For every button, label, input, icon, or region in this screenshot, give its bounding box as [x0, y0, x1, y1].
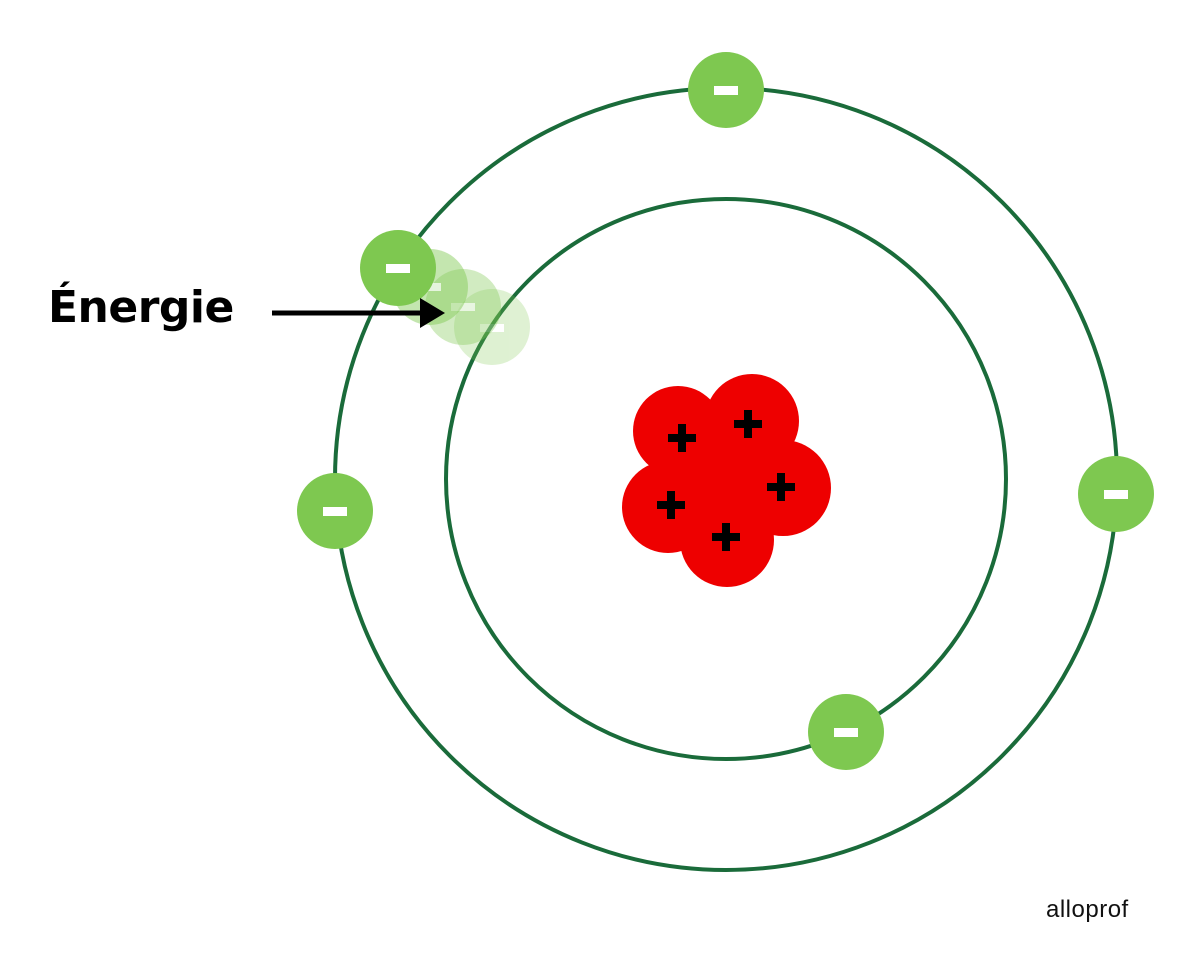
energy-arrow: [272, 298, 445, 328]
electron: [360, 230, 436, 306]
electron: [1078, 456, 1154, 532]
inner-orbit: [444, 197, 1008, 761]
energy-label: Énergie: [48, 282, 234, 333]
electrons: [297, 52, 1154, 770]
alloprof-logo: alloprof: [1046, 896, 1129, 923]
nucleus: [622, 374, 831, 587]
plus-signs: [657, 410, 795, 551]
electron: [808, 694, 884, 770]
electron: [297, 473, 373, 549]
electron: [688, 52, 764, 128]
